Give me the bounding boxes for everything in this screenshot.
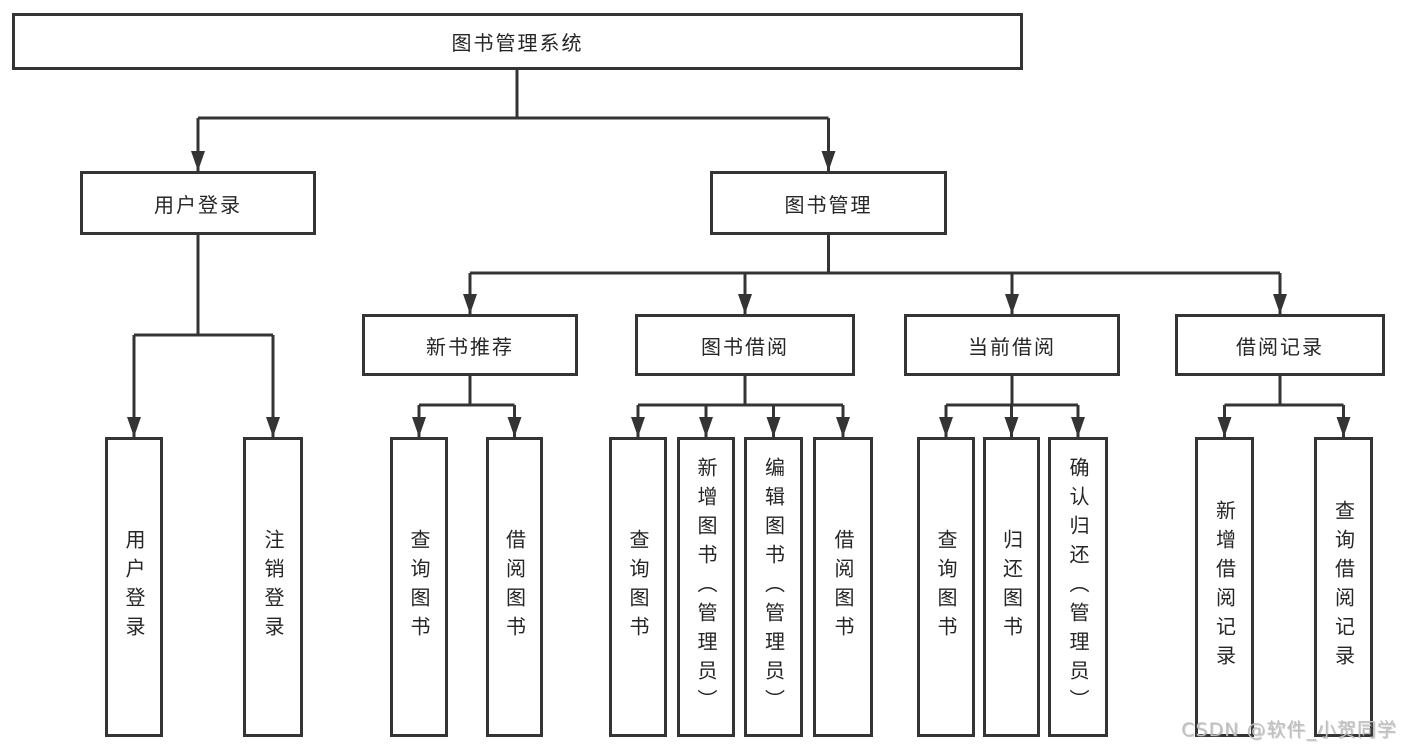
node-label: 用户登录: [122, 529, 146, 645]
leaf-query-books: 查询图书: [390, 437, 448, 737]
node-label: 借阅图书: [502, 529, 527, 645]
node-label: 借阅记录: [1236, 334, 1324, 359]
node-label: 注销登录: [261, 529, 285, 645]
leaf-user-login: 用户登录: [105, 437, 163, 737]
node-new-book-recommendation: 新书推荐: [362, 314, 578, 376]
node-label: 查询图书: [934, 529, 958, 645]
node-label: 确认归还（管理员）: [1066, 456, 1090, 718]
node-label: 查询借阅记录: [1331, 500, 1356, 674]
leaf-borrow-books: 借阅图书: [486, 437, 543, 737]
leaf-confirm-return-admin: 确认归还（管理员）: [1048, 437, 1108, 737]
connector-rails: [134, 70, 1344, 407]
node-label: 借阅图书: [831, 529, 855, 645]
leaf-add-books-admin: 新增图书（管理员）: [677, 437, 735, 737]
leaf-query-books: 查询图书: [609, 437, 667, 737]
node-label: 新书推荐: [426, 334, 514, 359]
leaf-edit-books-admin: 编辑图书（管理员）: [744, 437, 803, 737]
node-label: 用户登录: [154, 192, 242, 217]
node-label: 图书管理系统: [451, 31, 584, 55]
leaf-logout: 注销登录: [243, 437, 303, 737]
node-label: 新增借阅记录: [1212, 500, 1237, 674]
node-label: 当前借阅: [968, 334, 1056, 359]
node-borrowing-records: 借阅记录: [1175, 314, 1385, 376]
node-label: 编辑图书（管理员）: [761, 456, 786, 718]
node-label: 图书管理: [784, 192, 873, 217]
node-book-management: 图书管理: [710, 171, 947, 235]
leaf-add-borrow-record: 新增借阅记录: [1195, 437, 1254, 737]
connector-arrows: [127, 118, 1351, 437]
leaf-query-borrow-record: 查询借阅记录: [1314, 437, 1373, 737]
node-book-borrowing: 图书借阅: [635, 314, 855, 376]
node-label: 图书借阅: [701, 334, 789, 359]
node-label: 查询图书: [407, 529, 431, 645]
node-current-borrowing: 当前借阅: [904, 314, 1120, 376]
node-label: 新增图书（管理员）: [694, 456, 718, 718]
leaf-query-books: 查询图书: [917, 437, 975, 737]
csdn-watermark: CSDN @软件_小贺同学: [1181, 719, 1397, 741]
node-user-login: 用户登录: [80, 171, 316, 235]
node-label: 归还图书: [999, 529, 1024, 645]
leaf-borrow-books: 借阅图书: [813, 437, 873, 737]
leaf-return-books: 归还图书: [983, 437, 1040, 737]
node-library-management-system: 图书管理系统: [12, 13, 1023, 70]
node-label: 查询图书: [626, 529, 650, 645]
